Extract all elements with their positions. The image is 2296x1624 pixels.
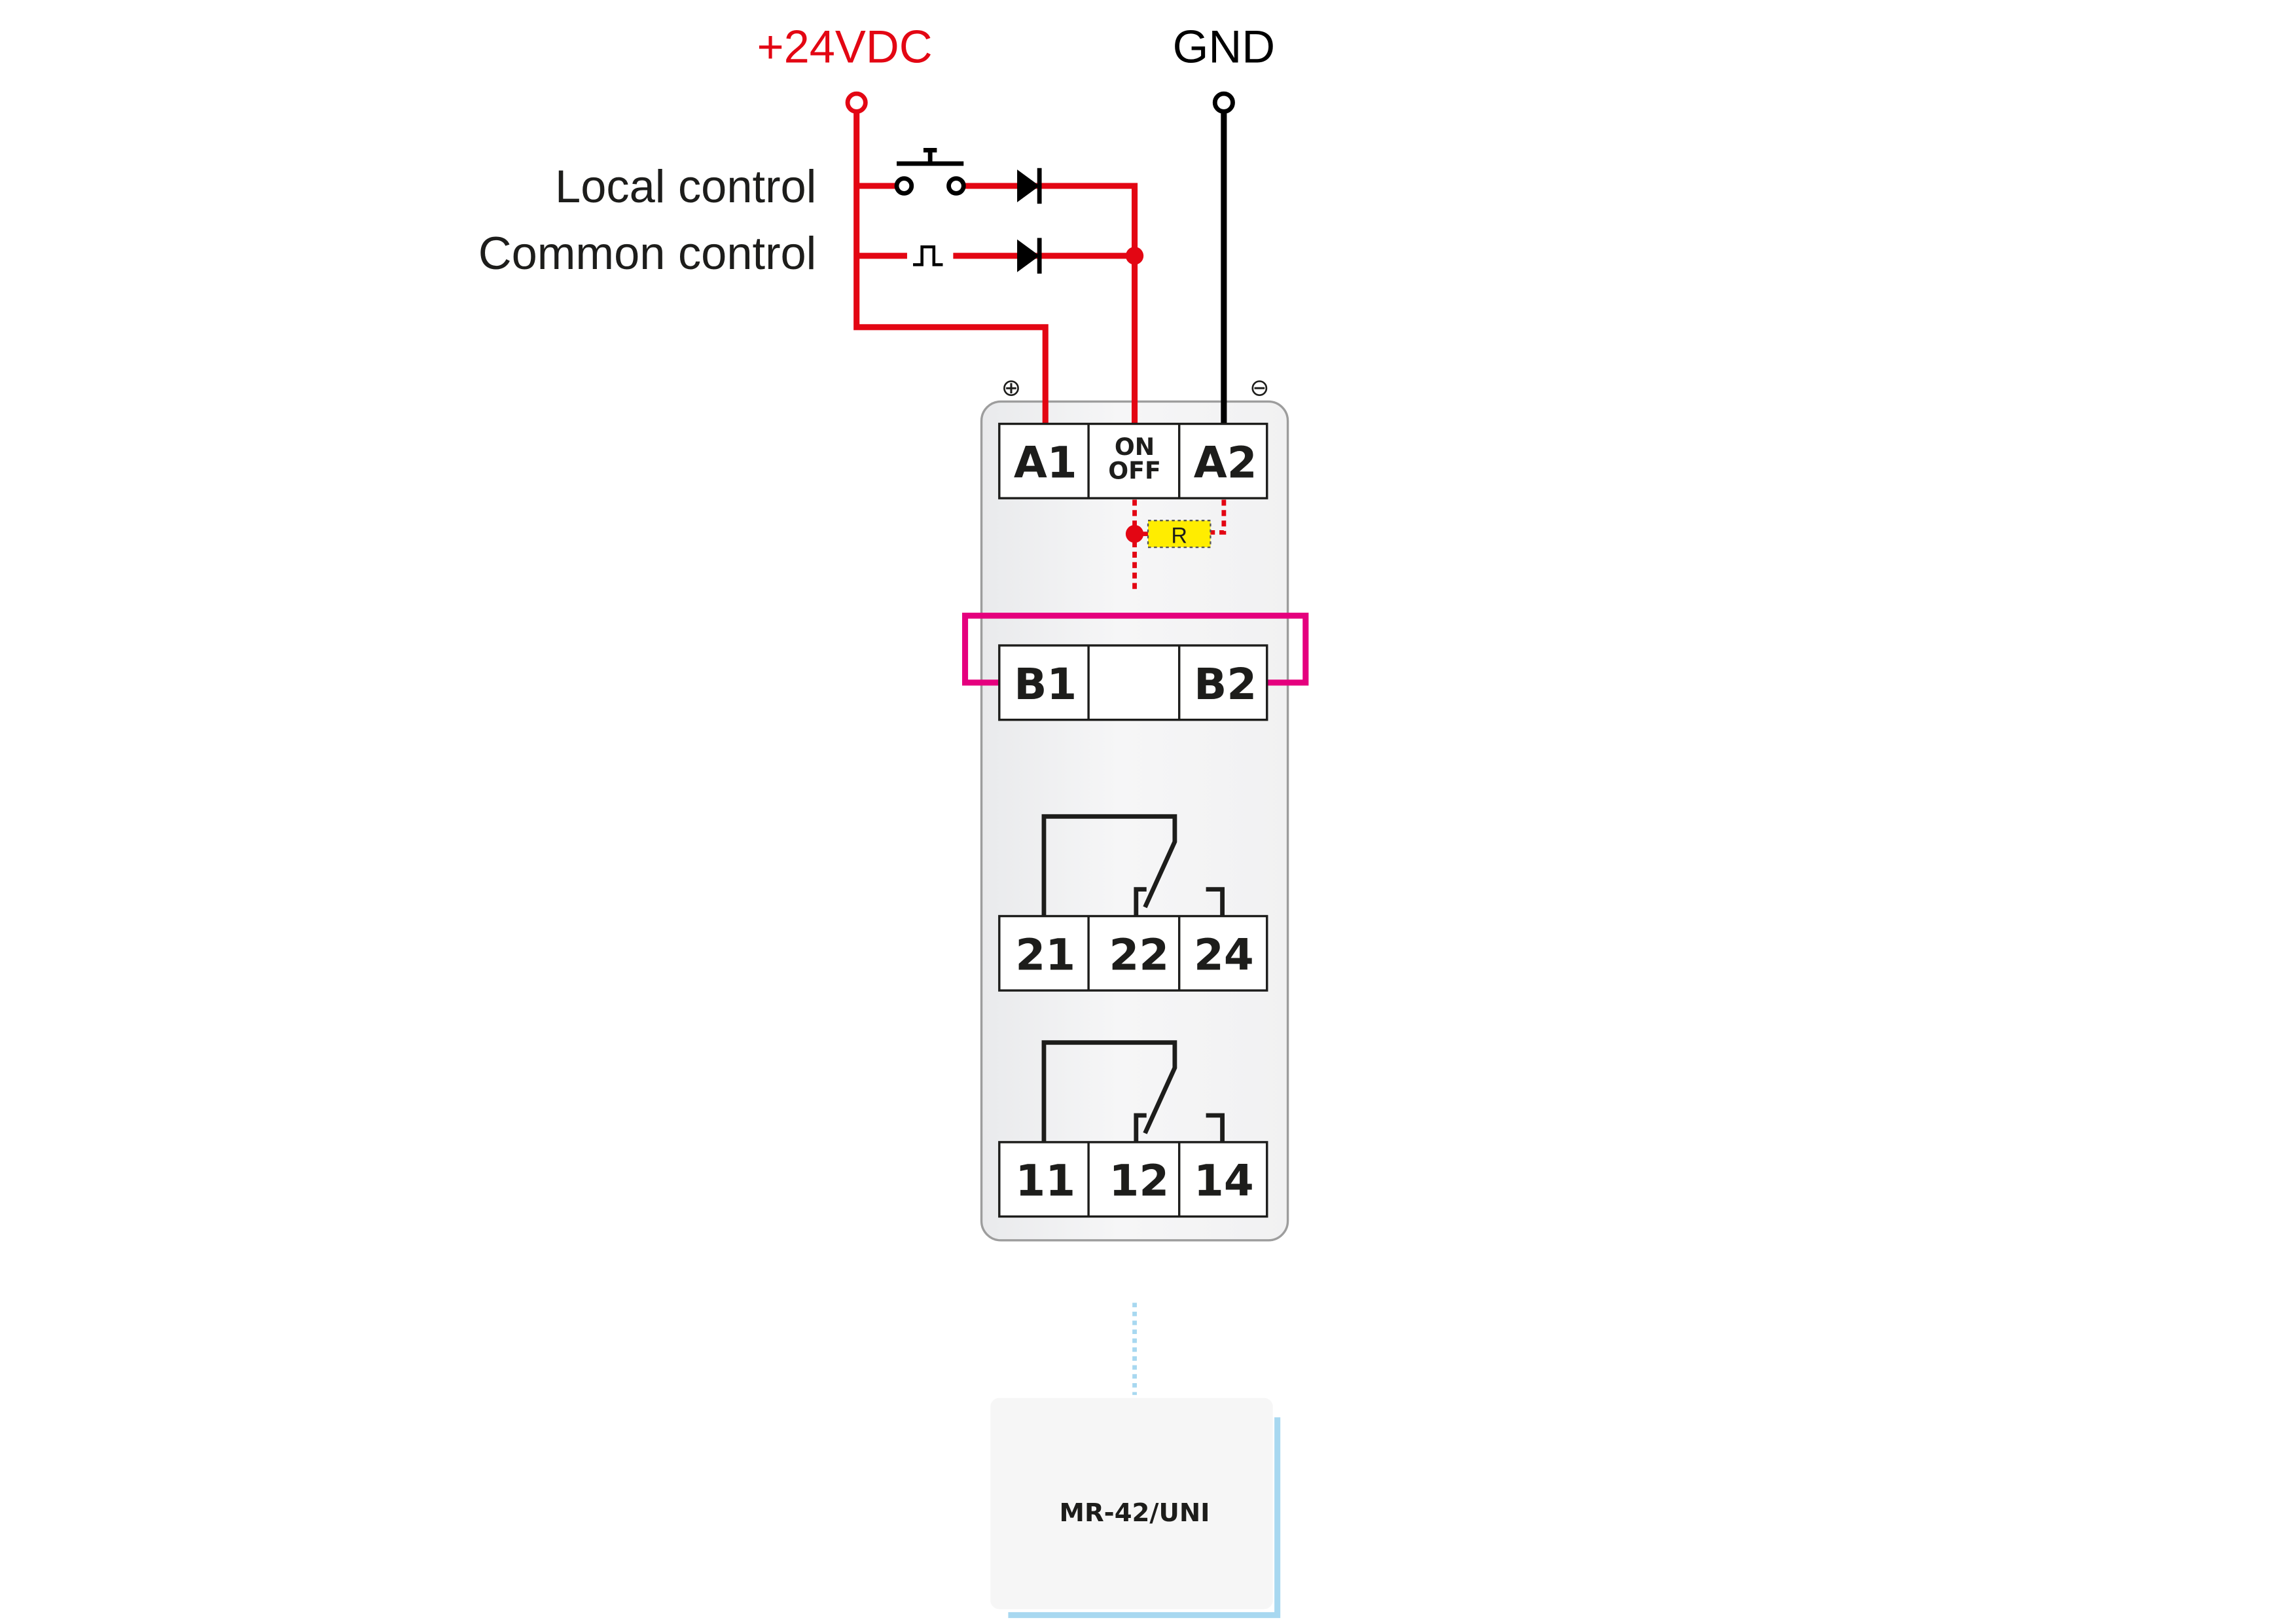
minus-symbol: ⊖ (1249, 374, 1269, 401)
diode-icon (1017, 238, 1042, 274)
termination-resistor: R (1125, 499, 1227, 592)
resistor-label: R (1171, 523, 1187, 548)
relay-contact-icon (1041, 814, 1225, 916)
terminal-12: 12 (1109, 1156, 1170, 1206)
local-control-label: Local control (555, 160, 816, 212)
pulse-icon (913, 245, 943, 266)
middle-terminal-block: B1 B2 (998, 644, 1268, 721)
supply-positive-label: +24VDC (757, 20, 932, 72)
terminal-22: 22 (1109, 929, 1170, 980)
terminal-11: 11 (1015, 1156, 1075, 1206)
terminal-b1: B1 (1014, 659, 1077, 710)
module-card[interactable]: MR-42/UNI (990, 1398, 1281, 1618)
plus-symbol: ⊕ (1001, 374, 1021, 401)
wire-junction (1125, 247, 1144, 265)
push-button-icon (894, 148, 966, 196)
terminal-off: OFF (1108, 457, 1161, 485)
top-terminal-block: A1 ON OFF A2 (998, 422, 1268, 499)
ground-terminal (1212, 91, 1235, 114)
diode-icon (1017, 168, 1042, 204)
common-control-label: Common control (478, 227, 817, 279)
terminal-a1: A1 (1014, 437, 1077, 488)
contact-terminal-block: 21 22 24 (998, 914, 1268, 992)
terminal-14: 14 (1194, 1156, 1254, 1206)
supply-ground-label: GND (1173, 20, 1276, 72)
terminal-b2: B2 (1194, 659, 1257, 710)
bus-bridge (962, 613, 1309, 686)
terminal-21: 21 (1015, 929, 1075, 980)
contact-terminal-block: 11 12 14 (998, 1141, 1268, 1218)
terminal-a2: A2 (1194, 437, 1257, 488)
supply-wiring (853, 111, 1138, 424)
terminal-on: ON (1115, 433, 1155, 461)
positive-terminal (845, 91, 868, 114)
terminal-24: 24 (1194, 929, 1254, 980)
relay-contact-icon (1041, 1040, 1225, 1142)
module-label: MR-42/UNI (1060, 1498, 1210, 1528)
